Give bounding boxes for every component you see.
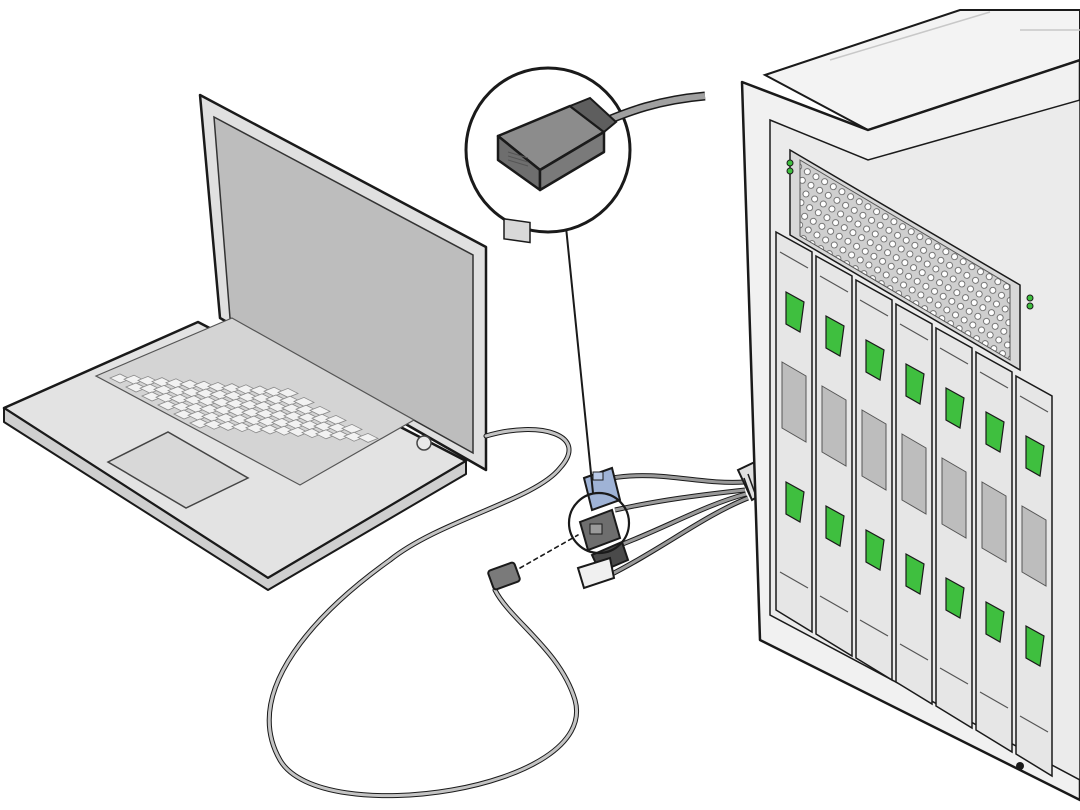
blade-server-2 (815, 254, 853, 658)
callout-leader (565, 226, 594, 494)
blade-latch-bottom-icon (825, 504, 845, 547)
vga-connector-icon (582, 466, 622, 512)
blade-latch-bottom-icon (985, 600, 1005, 643)
laptop-key (357, 432, 379, 443)
chassis-vent-mesh (799, 159, 1011, 361)
blade-latch-top-icon (985, 410, 1005, 453)
blade-latch-top-icon (785, 290, 805, 333)
blade-server-7 (1015, 374, 1053, 778)
laptop-icon (2, 93, 488, 591)
blade-server-4 (895, 302, 933, 706)
blade-latch-bottom-icon (1025, 624, 1045, 667)
blade-chassis-icon (740, 9, 1080, 802)
laptop-key (309, 405, 331, 416)
laptop-key (341, 423, 363, 434)
blade-latch-bottom-icon (785, 480, 805, 523)
blade-latch-top-icon (945, 386, 965, 429)
chassis-top (762, 9, 1080, 132)
laptop-touchpad (106, 431, 250, 509)
blade-latch-bottom-icon (945, 576, 965, 619)
usb-connector-2-icon (576, 556, 616, 590)
chassis-mount-hole (1016, 762, 1024, 770)
blade-server-1 (775, 230, 813, 634)
serial-cable-icon (266, 427, 580, 799)
serial-plug-icon (487, 561, 521, 591)
rj45-highlight-circle (567, 491, 631, 555)
blade-slots (775, 230, 1053, 778)
blade-latch-top-icon (825, 314, 845, 357)
rj45-connector-icon (578, 508, 622, 552)
blade-server-5 (935, 326, 973, 730)
blade-server-3 (855, 278, 893, 682)
blade-server-6 (975, 350, 1013, 754)
laptop-key (293, 396, 315, 407)
blade-latch-top-icon (1025, 434, 1045, 477)
laptop-key (277, 387, 299, 398)
laptop-power-button (416, 435, 432, 451)
rj45-callout (464, 66, 706, 494)
blade-latch-top-icon (865, 338, 885, 381)
laptop-keyboard (94, 317, 416, 486)
rj45-magnified-icon (496, 96, 618, 244)
blade-latch-bottom-icon (905, 552, 925, 595)
blade-latch-top-icon (905, 362, 925, 405)
dongle-cable-icon (567, 450, 792, 590)
laptop-screen (213, 115, 474, 455)
connection-indicator (519, 534, 579, 569)
blade-latch-bottom-icon (865, 528, 885, 571)
laptop-key (325, 414, 347, 425)
laptop-keys (109, 373, 379, 443)
laptop-base-edge (3, 407, 467, 591)
